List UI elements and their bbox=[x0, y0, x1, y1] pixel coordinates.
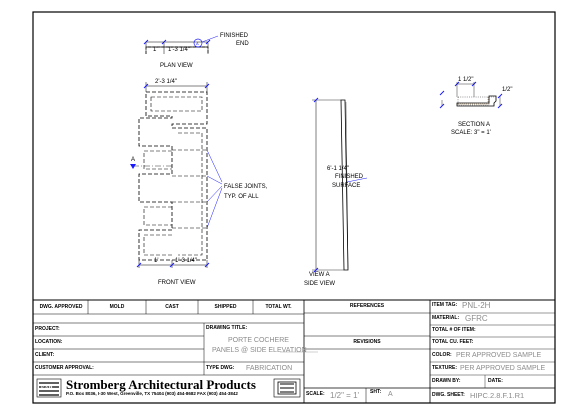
section-scale: SCALE: 3" = 1' bbox=[451, 130, 491, 136]
references-label: REFERENCES bbox=[349, 303, 385, 309]
plan-dim-right: 1'-3 1/4" bbox=[168, 47, 190, 53]
total-items-label: TOTAL # OF ITEM: bbox=[432, 327, 476, 333]
title-block-grid bbox=[33, 299, 555, 403]
client-label: CLIENT: bbox=[35, 352, 55, 358]
side-dim: 6'-1 1/4" bbox=[327, 166, 349, 172]
front-note-line2: TYP. OF ALL bbox=[224, 194, 259, 200]
material-label: MATERIAL: bbox=[432, 315, 460, 321]
dwg-sheet-value: HIPC.2.8.F.1.R1 bbox=[470, 391, 525, 400]
front-view bbox=[130, 82, 223, 268]
section-dim-right: 1/2" bbox=[502, 87, 512, 93]
section-label: SECTION A bbox=[458, 122, 490, 128]
location-label: LOCATION: bbox=[35, 339, 63, 345]
scale-value: 1/2" = 1' bbox=[330, 391, 360, 400]
plan-note-line2: END bbox=[236, 41, 249, 47]
sheet-label: SHT: bbox=[370, 389, 382, 395]
company-logo-right bbox=[273, 378, 301, 398]
drawing-title-line1: PORTE COCHERE bbox=[228, 337, 289, 344]
side-view-label-line1: VIEW A bbox=[309, 272, 330, 278]
section-dim-top: 1 1/2" bbox=[458, 77, 473, 83]
plan-note-line1: FINISHED bbox=[220, 33, 249, 39]
front-section-mark: A bbox=[131, 157, 135, 163]
color-value: PER APPROVED SAMPLE bbox=[456, 352, 542, 359]
header-mold: MOLD bbox=[109, 304, 125, 310]
plan-view-label: PLAN VIEW bbox=[160, 63, 193, 69]
front-bottom-dim-left: 1' bbox=[154, 258, 158, 264]
front-top-dim: 2'-3 1/4" bbox=[155, 79, 177, 85]
plan-view bbox=[143, 35, 219, 54]
plan-callout-circle bbox=[193, 38, 203, 48]
sheet-border bbox=[32, 11, 556, 404]
sheet-value: A bbox=[388, 391, 393, 398]
svg-text:SAP: SAP bbox=[41, 386, 53, 392]
type-dwg-value: FABRICATION bbox=[246, 365, 293, 372]
side-note-line2: SURFACE bbox=[332, 183, 360, 189]
front-bottom-dim-right: 1'-3 1/4" bbox=[175, 258, 197, 264]
side-view-label-line2: SIDE VIEW bbox=[304, 281, 335, 287]
side-view bbox=[312, 97, 368, 273]
header-dwg-approved: DWG. APPROVED bbox=[39, 304, 83, 310]
type-dwg-label: TYPE DWG: bbox=[206, 365, 235, 371]
header-cast: CAST bbox=[165, 304, 179, 310]
date-label: DATE: bbox=[488, 378, 503, 384]
drawing-title-line2: PANELS @ SIDE ELEVATION bbox=[212, 347, 307, 354]
plan-dim-left: 1' bbox=[153, 47, 157, 53]
item-tag-label: ITEM TAG: bbox=[432, 302, 458, 308]
company-address: P.O. Box 8036, I-30 West, Greenville, TX… bbox=[66, 391, 238, 396]
item-tag-value: PNL-2H bbox=[462, 301, 491, 310]
company-name: Stromberg Architectural Products bbox=[66, 377, 256, 392]
plan-callout: A bbox=[196, 41, 199, 46]
scale-label: SCALE: bbox=[306, 391, 325, 397]
total-cu-feet-label: TOTAL CU. FEET: bbox=[432, 339, 474, 345]
project-label: PROJECT: bbox=[35, 326, 60, 332]
side-note-line1: FINISHED bbox=[335, 174, 364, 180]
drawing-title-label: DRAWING TITLE: bbox=[206, 325, 248, 331]
header-total-wt: TOTAL WT. bbox=[265, 304, 292, 310]
front-note-line1: FALSE JOINTS, bbox=[224, 184, 268, 190]
section-a bbox=[439, 81, 503, 109]
dwg-sheet-label: DWG. SHEET: bbox=[432, 392, 465, 398]
material-value: GFRC bbox=[465, 314, 488, 323]
color-label: COLOR: bbox=[432, 352, 452, 358]
front-view-label: FRONT VIEW bbox=[158, 280, 196, 286]
drawn-by-label: DRAWN BY: bbox=[432, 378, 461, 384]
header-shipped: SHIPPED bbox=[214, 304, 237, 310]
revisions-label: REVISIONS bbox=[353, 339, 381, 345]
texture-value: PER APPROVED SAMPLE bbox=[460, 365, 546, 372]
company-logo-left: SAP bbox=[36, 378, 62, 398]
texture-label: TEXTURE: bbox=[432, 365, 457, 371]
customer-approval-label: CUSTOMER APPROVAL: bbox=[35, 365, 94, 371]
